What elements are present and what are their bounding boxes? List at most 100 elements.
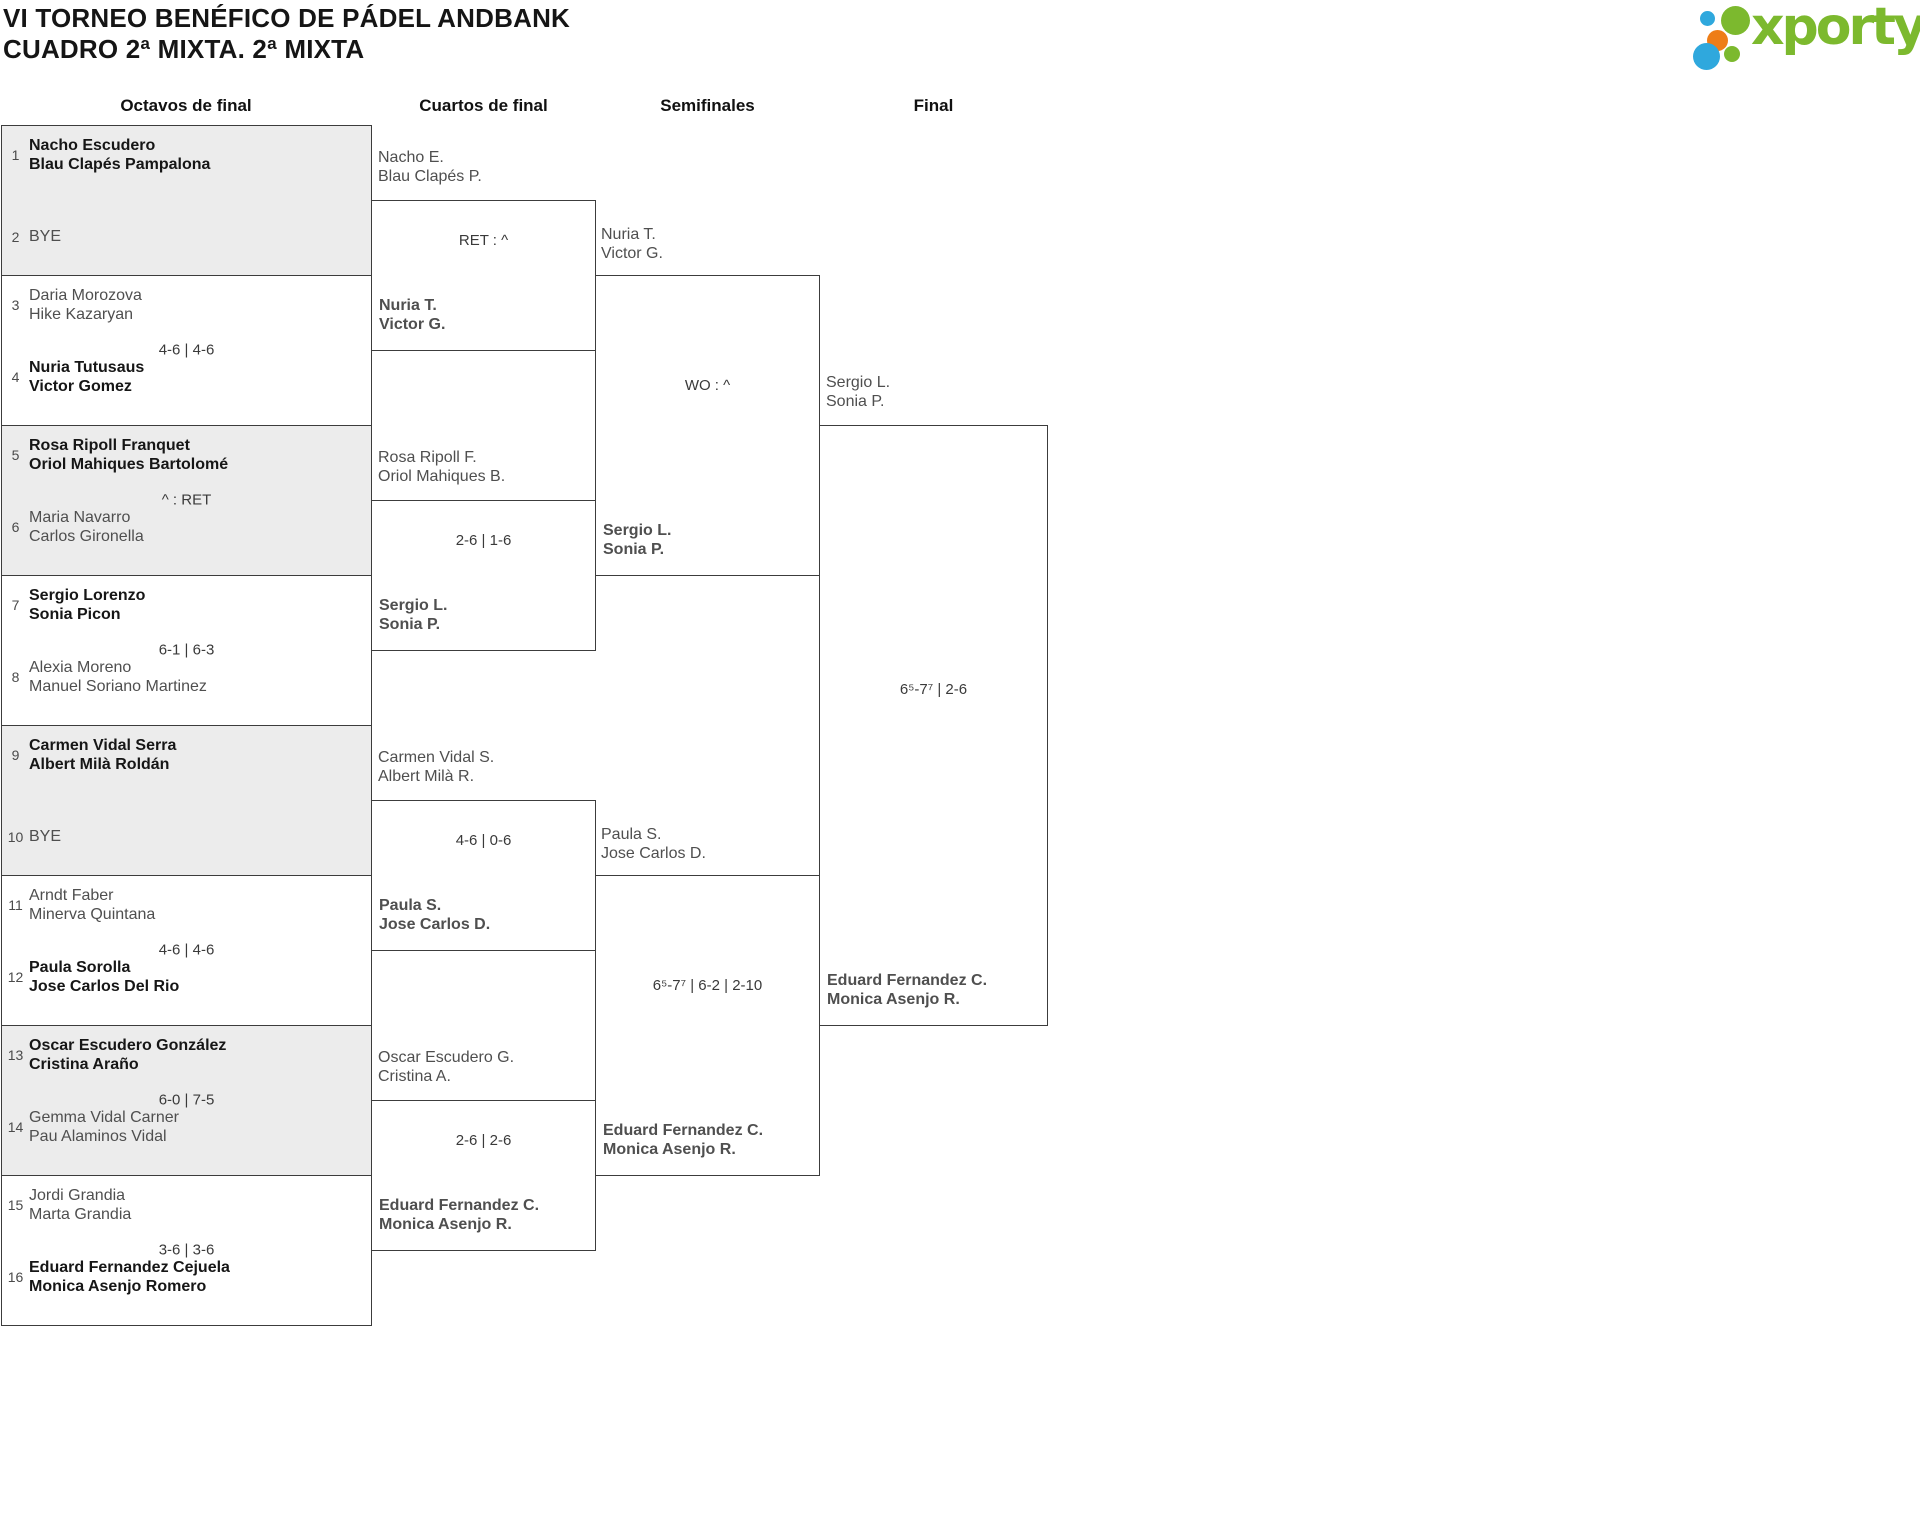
seed-number: 10	[7, 828, 24, 845]
team-names: Carmen Vidal Serra Albert Milà Roldán	[29, 736, 176, 774]
round-header-final: Final	[913, 96, 954, 115]
team-names: Alexia Moreno Manuel Soriano Martinez	[29, 658, 207, 696]
team-names: Arndt Faber Minerva Quintana	[29, 886, 155, 924]
team-entry: 4 Nuria Tutusaus Victor Gomez	[2, 358, 371, 396]
player-name: Albert Milà R.	[378, 768, 475, 785]
player-name: Nacho Escudero	[29, 137, 156, 154]
player-name: Nacho E.	[378, 149, 444, 166]
player-name: Eduard Fernandez C.	[379, 1197, 540, 1214]
player-name: Nuria T.	[379, 297, 437, 314]
player-name: Gemma Vidal Carner	[29, 1109, 179, 1126]
player-name: BYE	[29, 828, 62, 845]
seed-number: 16	[7, 1269, 24, 1285]
match-score: 4-6 | 4-6	[158, 341, 215, 359]
team-names: Daria Morozova Hike Kazaryan	[29, 286, 142, 324]
match-score: 4-6 | 0-6	[455, 832, 512, 849]
player-name: Marta Grandia	[29, 1206, 132, 1223]
team-entry: 9 Carmen Vidal Serra Albert Milà Roldán	[2, 736, 371, 774]
player-name: Paula Sorolla	[29, 959, 131, 976]
tournament-title: VI TORNEO BENÉFICO DE PÁDEL ANDBANK	[3, 3, 571, 33]
champion-team-label: Eduard Fernandez C. Monica Asenjo R.	[827, 971, 987, 1009]
advancing-team-label: Paula S. Jose Carlos D.	[379, 896, 490, 934]
team-entry: 11 Arndt Faber Minerva Quintana	[2, 886, 371, 924]
team-entry: 12 Paula Sorolla Jose Carlos Del Rio	[2, 958, 371, 996]
player-name: Eduard Fernandez Cejuela	[29, 1259, 230, 1276]
team-entry: 14 Gemma Vidal Carner Pau Alaminos Vidal	[2, 1108, 371, 1146]
team-names: Nuria Tutusaus Victor Gomez	[29, 358, 144, 396]
logo-dot-blue-small-icon	[1700, 11, 1715, 26]
player-name: Oscar Escudero González	[29, 1037, 227, 1054]
octavos-match-1: 1 Nacho Escudero Blau Clapés Pampalona 2…	[1, 125, 372, 276]
seed-number: 5	[11, 447, 20, 463]
bracket-subtitle: CUADRO 2ª MIXTA. 2ª MIXTA	[3, 34, 365, 64]
player-name: Rosa Ripoll Franquet	[29, 437, 190, 454]
advancing-team-label: Nuria T. Victor G.	[379, 296, 445, 334]
round-header-octavos: Octavos de final	[120, 96, 252, 115]
team-entry: 2 BYE	[2, 227, 371, 246]
team-names: Nacho Escudero Blau Clapés Pampalona	[29, 136, 210, 174]
advancing-team-label: Sergio L. Sonia P.	[603, 521, 671, 559]
player-name: Paula S.	[601, 826, 662, 843]
seed-number: 3	[11, 297, 20, 313]
match-score: 6-1 | 6-3	[158, 641, 215, 659]
player-name: Sonia P.	[603, 541, 665, 558]
cuartos-match-3: 4-6 | 0-6 Paula S. Jose Carlos D.	[371, 800, 596, 951]
semifinal-match-2: 6⁵-7⁷ | 6-2 | 2-10 Eduard Fernandez C. M…	[595, 875, 820, 1176]
team-names: Rosa Ripoll Franquet Oriol Mahiques Bart…	[29, 436, 228, 474]
player-name: Carlos Gironella	[29, 528, 144, 545]
seed-number: 11	[8, 897, 23, 913]
player-name: Arndt Faber	[29, 887, 114, 904]
player-name: Jose Carlos D.	[379, 916, 491, 933]
player-name: Sonia P.	[379, 616, 441, 633]
logo-dot-green-small-icon	[1724, 46, 1740, 62]
match-score: RET : ^	[458, 232, 509, 249]
player-name: Jose Carlos D.	[601, 845, 706, 862]
team-names: Eduard Fernandez Cejuela Monica Asenjo R…	[29, 1258, 230, 1296]
player-name: Blau Clapés Pampalona	[29, 156, 211, 173]
team-names: Oscar Escudero González Cristina Araño	[29, 1036, 226, 1074]
cuartos-match-2: 2-6 | 1-6 Sergio L. Sonia P.	[371, 500, 596, 651]
round-header-semifinales: Semifinales	[660, 96, 755, 115]
seed-number: 1	[11, 147, 20, 163]
player-name: Sonia P.	[826, 393, 885, 410]
player-name: BYE	[29, 228, 62, 245]
team-names: Paula Sorolla Jose Carlos Del Rio	[29, 958, 179, 996]
advancing-team-label: Nuria T. Victor G.	[601, 225, 663, 263]
seed-number: 15	[7, 1197, 24, 1213]
seed-number: 2	[11, 228, 20, 245]
logo-dot-green-big-icon	[1721, 6, 1750, 35]
player-name: Albert Milà Roldán	[29, 756, 170, 773]
team-entry: 1 Nacho Escudero Blau Clapés Pampalona	[2, 136, 371, 174]
octavos-match-3: 5 Rosa Ripoll Franquet Oriol Mahiques Ba…	[1, 425, 372, 576]
advancing-team-label: Carmen Vidal S. Albert Milà R.	[378, 748, 494, 786]
player-name: Nuria Tutusaus	[29, 359, 145, 376]
xporty-logo[interactable]: xporty	[1690, 0, 1920, 86]
seed-number: 4	[11, 369, 20, 385]
logo-wordmark: xporty	[1751, 0, 1920, 57]
match-score: 2-6 | 1-6	[455, 532, 512, 549]
advancing-team-label: Oscar Escudero G. Cristina A.	[378, 1048, 514, 1086]
seed-number: 13	[7, 1047, 24, 1063]
team-entry: 13 Oscar Escudero González Cristina Arañ…	[2, 1036, 371, 1074]
player-name: Cristina Araño	[29, 1056, 139, 1073]
player-name: Eduard Fernandez C.	[827, 972, 988, 989]
player-name: Oscar Escudero G.	[378, 1049, 515, 1066]
advancing-team-label: Paula S. Jose Carlos D.	[601, 825, 706, 863]
match-score: 3-6 | 3-6	[158, 1241, 215, 1259]
seed-number: 12	[7, 969, 24, 985]
team-entry: 3 Daria Morozova Hike Kazaryan	[2, 286, 371, 324]
final-match: 6⁵-7⁷ | 2-6 Eduard Fernandez C. Monica A…	[819, 425, 1048, 1026]
team-names: Gemma Vidal Carner Pau Alaminos Vidal	[29, 1108, 179, 1146]
match-score: 2-6 | 2-6	[455, 1132, 512, 1149]
player-name: Monica Asenjo R.	[379, 1216, 512, 1233]
advancing-team-label: Sergio L. Sonia P.	[826, 373, 890, 411]
match-score: WO : ^	[684, 377, 731, 394]
player-name: Monica Asenjo Romero	[29, 1278, 207, 1295]
page-title: VI TORNEO BENÉFICO DE PÁDEL ANDBANK CUAD…	[3, 3, 570, 65]
match-score: 6⁵-7⁷ | 6-2 | 2-10	[652, 977, 763, 994]
seed-number: 14	[7, 1119, 24, 1135]
team-entry: 8 Alexia Moreno Manuel Soriano Martinez	[2, 658, 371, 696]
octavos-match-8: 15 Jordi Grandia Marta Grandia 3-6 | 3-6…	[1, 1175, 372, 1326]
player-name: Cristina A.	[378, 1068, 451, 1085]
